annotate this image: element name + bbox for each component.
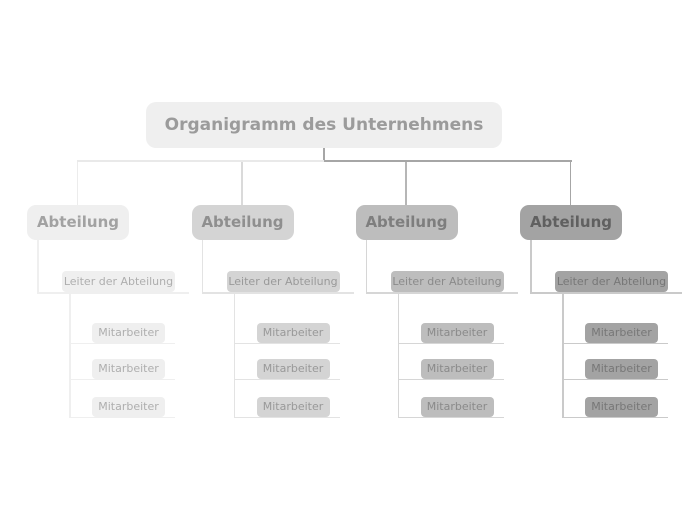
department-node: Abteilung [27, 205, 129, 240]
employee-node: Mitarbeiter [92, 397, 165, 417]
employee-node: Mitarbeiter [420, 397, 494, 417]
branch-connector [569, 162, 571, 205]
branch-connector [405, 162, 407, 205]
leader-connector-horizontal [365, 292, 518, 294]
employee-connector-stub [233, 342, 340, 344]
employee-connector-stub [233, 378, 340, 380]
leader-node: Leiter der Abteilung [555, 271, 668, 292]
leader-connector-vertical [201, 240, 203, 293]
leader-connector-horizontal [37, 292, 189, 294]
employee-node: Mitarbeiter [256, 397, 330, 417]
branch-column-4: Abteilung Leiter der Abteilung Mitarbeit… [520, 0, 683, 520]
leader-node: Leiter der Abteilung [226, 271, 340, 292]
employee-node: Mitarbeiter [92, 359, 165, 379]
leader-connector-horizontal [530, 292, 682, 294]
employee-connector-stub [69, 378, 175, 380]
root-connector-stub [323, 148, 325, 161]
employee-node: Mitarbeiter [256, 323, 330, 343]
employee-connector-vertical [233, 293, 235, 417]
leader-connector-vertical [530, 240, 532, 293]
employee-node: Mitarbeiter [256, 359, 330, 379]
branch-column-1: Abteilung Leiter der Abteilung Mitarbeit… [27, 0, 190, 520]
branch-connector [241, 162, 243, 205]
employee-connector-stub [233, 416, 340, 418]
employee-connector-stub [397, 342, 504, 344]
leader-connector-vertical [37, 240, 39, 293]
leader-node: Leiter der Abteilung [62, 271, 175, 292]
employee-connector-stub [562, 378, 668, 380]
employee-connector-stub [562, 416, 668, 418]
employee-node: Mitarbeiter [420, 323, 494, 343]
department-node: Abteilung [355, 205, 458, 240]
root-node: Organigramm des Unternehmens [146, 102, 502, 148]
root-connector-right [324, 160, 572, 162]
employee-node: Mitarbeiter [420, 359, 494, 379]
branch-column-3: Abteilung Leiter der Abteilung Mitarbeit… [355, 0, 519, 520]
department-node: Abteilung [191, 205, 294, 240]
employee-connector-stub [562, 342, 668, 344]
employee-connector-stub [397, 378, 504, 380]
employee-connector-stub [397, 416, 504, 418]
employee-connector-stub [69, 342, 175, 344]
employee-connector-stub [69, 416, 175, 418]
employee-node: Mitarbeiter [585, 397, 658, 417]
department-node: Abteilung [520, 205, 622, 240]
branch-connector [76, 162, 78, 205]
branch-column-2: Abteilung Leiter der Abteilung Mitarbeit… [191, 0, 355, 520]
leader-node: Leiter der Abteilung [390, 271, 504, 292]
employee-connector-vertical [69, 293, 71, 417]
employee-node: Mitarbeiter [585, 359, 658, 379]
employee-node: Mitarbeiter [585, 323, 658, 343]
employee-node: Mitarbeiter [92, 323, 165, 343]
leader-connector-vertical [365, 240, 367, 293]
leader-connector-horizontal [201, 292, 354, 294]
employee-connector-vertical [397, 293, 399, 417]
employee-connector-vertical [562, 293, 564, 417]
root-connector-left [77, 160, 324, 162]
